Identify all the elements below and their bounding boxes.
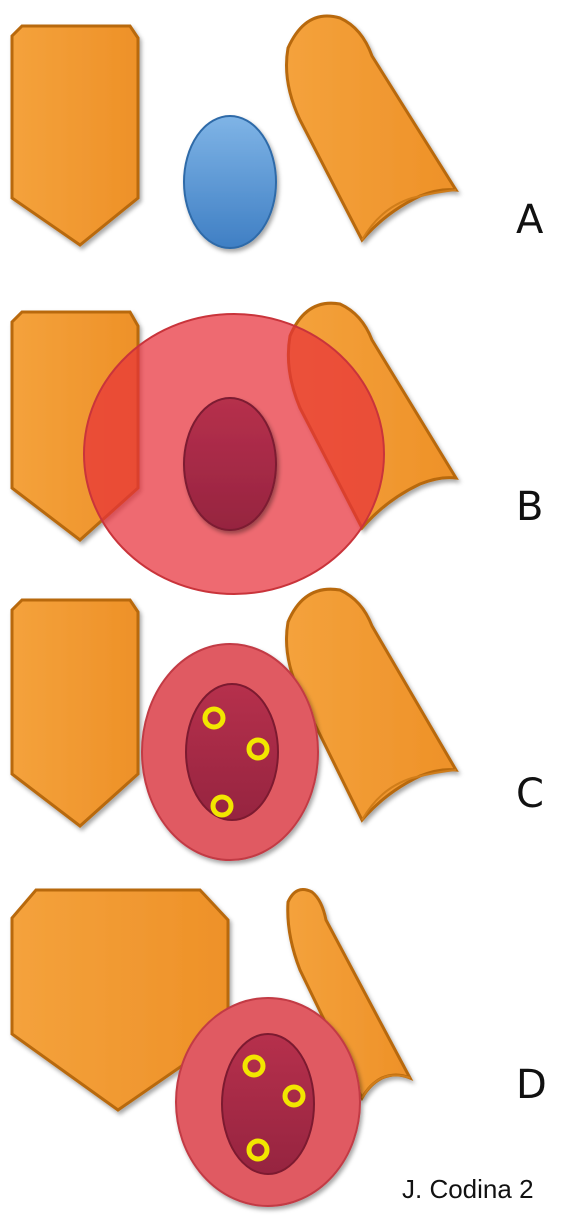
panel-label-c: C	[516, 774, 544, 814]
follicle-a	[184, 116, 276, 248]
panel-label-b: B	[516, 487, 543, 527]
panel-d	[12, 890, 410, 1206]
panel-c	[12, 589, 456, 860]
panel-label-a: A	[516, 200, 543, 240]
root-a	[287, 16, 457, 240]
tooth-crown-a	[12, 26, 138, 245]
panel-a	[12, 16, 456, 248]
author-credit: J. Codina 2	[402, 1176, 534, 1202]
panel-b	[12, 303, 456, 594]
follicle-b	[184, 398, 276, 530]
tooth-crown-c	[12, 600, 138, 826]
panel-label-d: D	[516, 1065, 547, 1105]
